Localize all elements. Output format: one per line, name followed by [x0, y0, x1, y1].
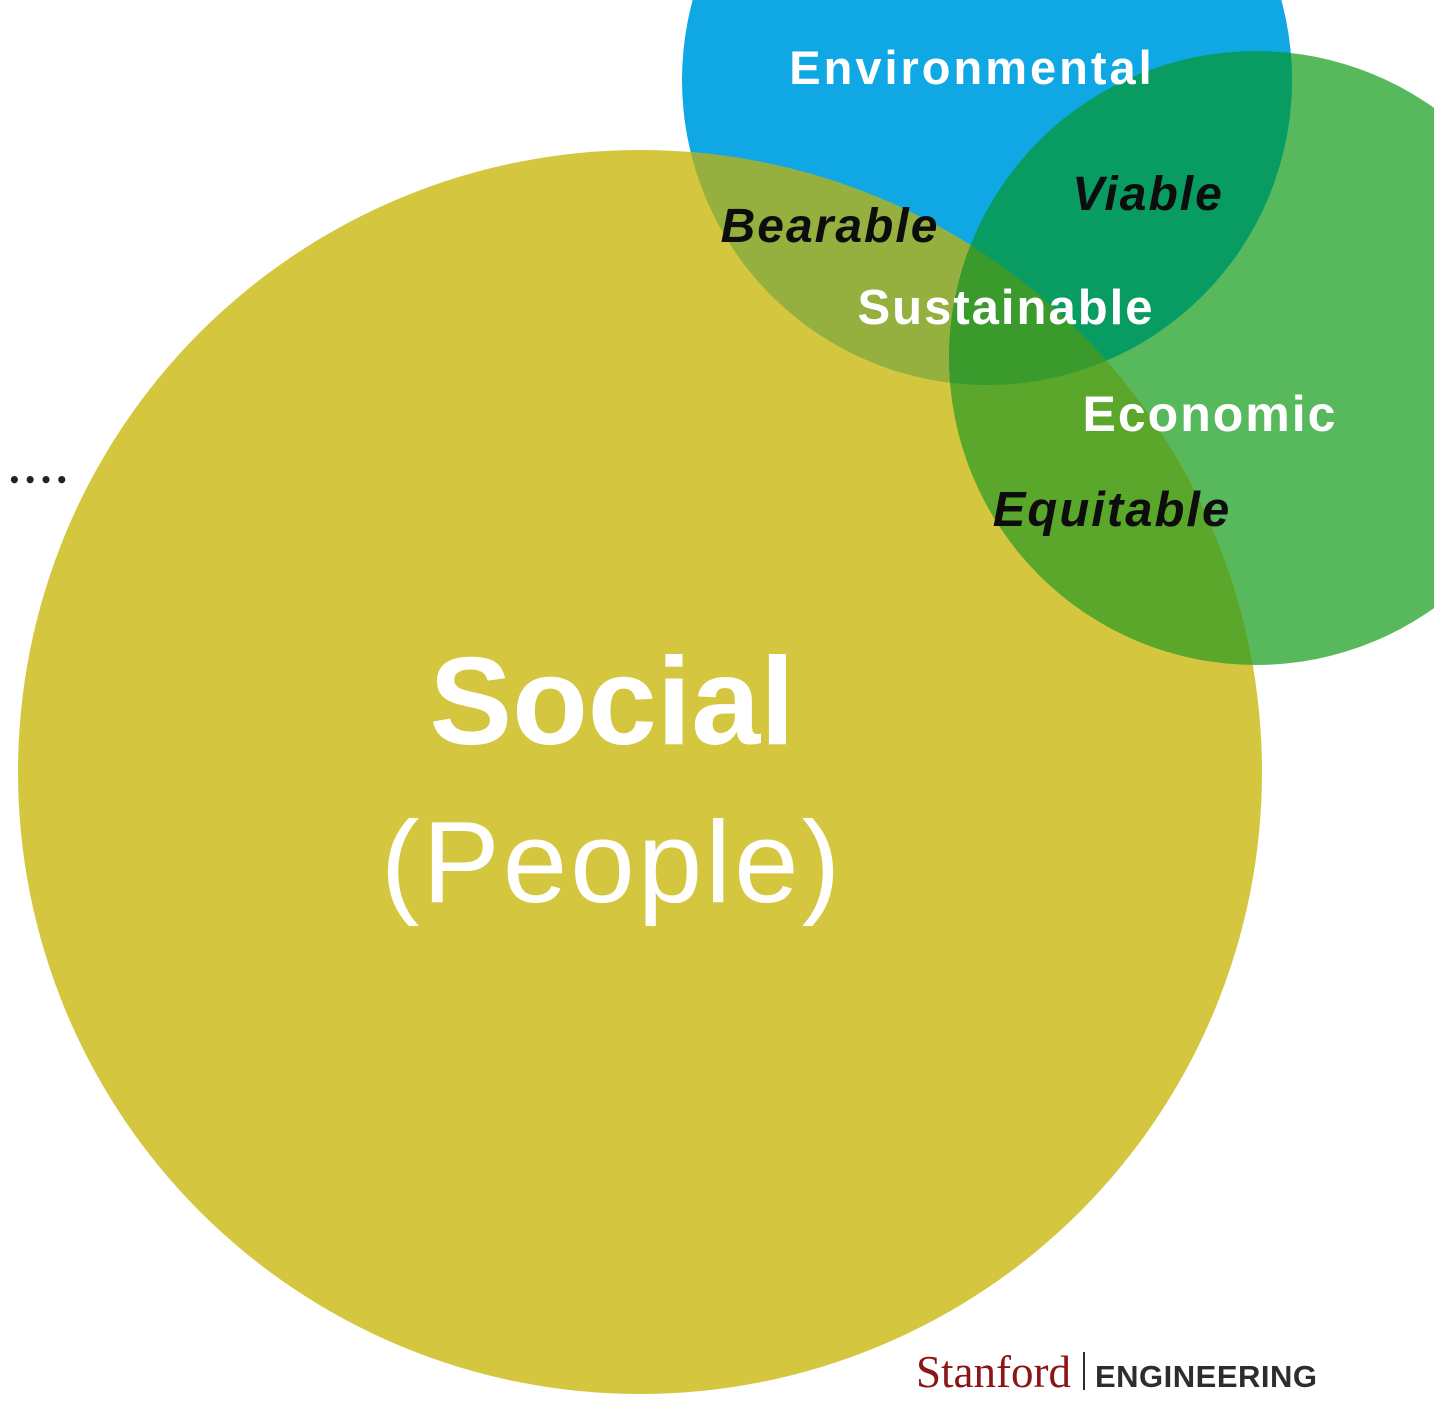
sustainable-label: Sustainable	[857, 281, 1154, 335]
engineering-wordmark: ENGINEERING	[1094, 1359, 1318, 1394]
stanford-wordmark: Stanford	[916, 1347, 1071, 1397]
stanford-engineering-logo: Stanford ENGINEERING	[916, 1346, 1318, 1397]
cropped-dotted-fragment: ••••	[8, 468, 72, 492]
economic-label: Economic	[1083, 386, 1338, 442]
social-title: Social	[429, 633, 794, 771]
bearable-label: Bearable	[721, 200, 940, 253]
equitable-label: Equitable	[993, 483, 1232, 537]
logo-divider	[1082, 1352, 1085, 1390]
viable-label: Viable	[1072, 168, 1224, 221]
environmental-label: Environmental	[789, 41, 1154, 94]
social-circle	[18, 150, 1262, 1394]
social-subtitle: (People)	[381, 797, 843, 927]
